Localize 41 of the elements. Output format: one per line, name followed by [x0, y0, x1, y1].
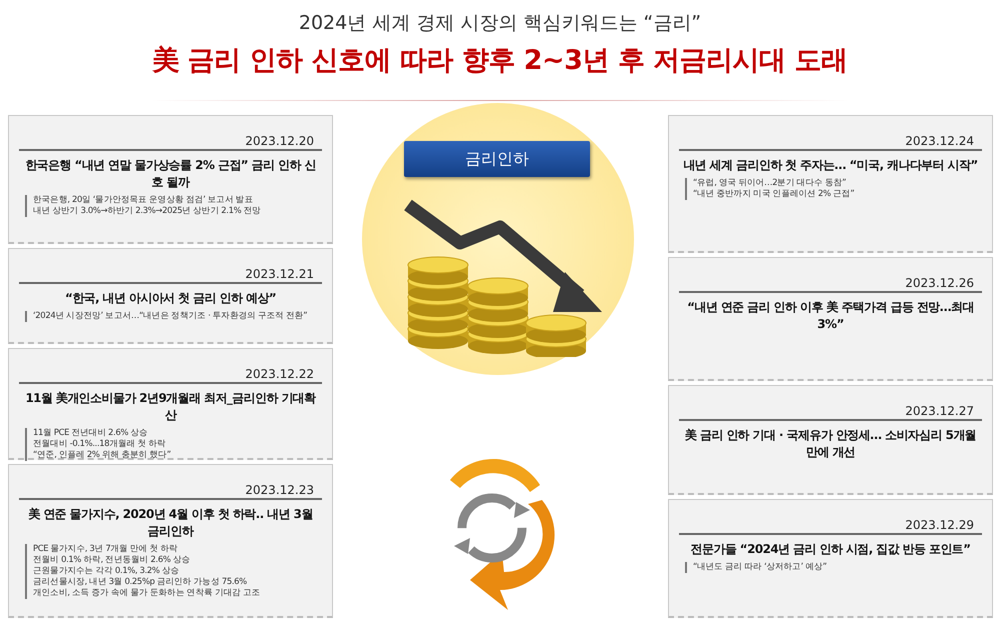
date-text: 2023.12.27: [679, 392, 982, 421]
headline: 한국은행 “내년 연말 물가상승률 2% 근접” 금리 인하 신호 될까: [24, 157, 317, 191]
headline: “한국, 내년 아시아서 첫 금리 인하 예상”: [64, 290, 277, 307]
summary-line: 한국은행, 20일 ‘물가안정목표 운영상황 점검’ 보고서 발표: [33, 194, 254, 206]
date-text: 2023.12.22: [19, 355, 322, 384]
date-text: 2023.12.24: [679, 122, 982, 151]
date-text: 2023.12.26: [679, 264, 982, 293]
news-clipping-card: [668, 257, 993, 381]
subtitle: 2024년 세계 경제 시장의 핵심키워드는 “금리”: [298, 11, 702, 36]
news-clipping-card: [8, 348, 333, 460]
summary-line: 내년 상반기 3.0%→하반기 2.3%→2025년 상반기 2.1% 전망: [33, 206, 262, 217]
summary-line: 개인소비, 소득 증가 속에 물가 둔화하는 연착륙 기대감 고조: [33, 588, 262, 599]
summary-line: PCE 물가지수, 3년 7개월 만에 첫 하락: [33, 544, 179, 555]
date-text: 2023.12.21: [19, 255, 322, 284]
summary-line: 근원물가지수는 각각 0.1%, 3.2% 상승: [33, 566, 180, 577]
summary-line: ‘2024년 시장전망’ 보고서…“내년은 정책기조 · 투자환경의 구조적 전환”: [33, 310, 308, 322]
headline: 11월 美개인소비물가 2년9개월래 최저_금리인하 기대확산: [24, 390, 317, 424]
summary-line: “내년 중반까지 미국 인플레이션 2% 근접”: [693, 188, 856, 200]
headline: 美 금리 인하 기대 · 국제유가 안정세… 소비자심리 5개월 만에 개선: [684, 427, 978, 461]
summary-line: 전월비 0.1% 하락, 전년동월비 2.6% 상승: [33, 554, 192, 566]
date-text: 2023.12.23: [19, 471, 322, 500]
summary-line: 11월 PCE 전년대비 2.6% 상승: [33, 428, 149, 439]
news-clipping-card: [668, 499, 993, 618]
date-text: 2023.12.29: [679, 506, 982, 535]
news-clipping-card: [8, 464, 333, 618]
news-clipping-card: [8, 115, 333, 244]
news-clipping-card: [8, 248, 333, 344]
summary-line: 전월대비 -0.1%...18개월래 첫 하락: [33, 438, 166, 450]
summary-line: “내년도 금리 따라 ‘상저하고’ 예상”: [693, 562, 828, 573]
headline: 美 연준 물가지수, 2020년 4월 이후 첫 하락.. 내년 3월 금리인하: [27, 506, 314, 540]
headline: 내년 세계 금리인하 첫 주자는… “미국, 캐나다부터 시작”: [682, 157, 979, 174]
summary-line: 금리선물시장, 내년 3월 0.25%p 금리인하 가능성 75.6%: [33, 576, 248, 588]
date-text: 2023.12.20: [19, 122, 322, 151]
summary-line: “유럽, 영국 뒤이어…2분기 대다수 동참”: [693, 178, 848, 189]
keyword-label: 금리인하: [404, 141, 590, 177]
title: 美 금리 인하 신호에 따라 향후 2~3년 후 저금리시대 도래: [151, 44, 849, 78]
summary-line: “연준, 인플레 2% 위해 충분히 했다”: [33, 450, 172, 461]
headline: 전문가들 “2024년 금리 인하 시점, 집값 반등 포인트”: [690, 541, 972, 558]
news-clipping-card: [668, 385, 993, 495]
news-clipping-card: [668, 115, 993, 253]
headline: “내년 연준 금리 인하 이후 美 주택가격 급등 전망…최대 3%”: [686, 299, 975, 333]
